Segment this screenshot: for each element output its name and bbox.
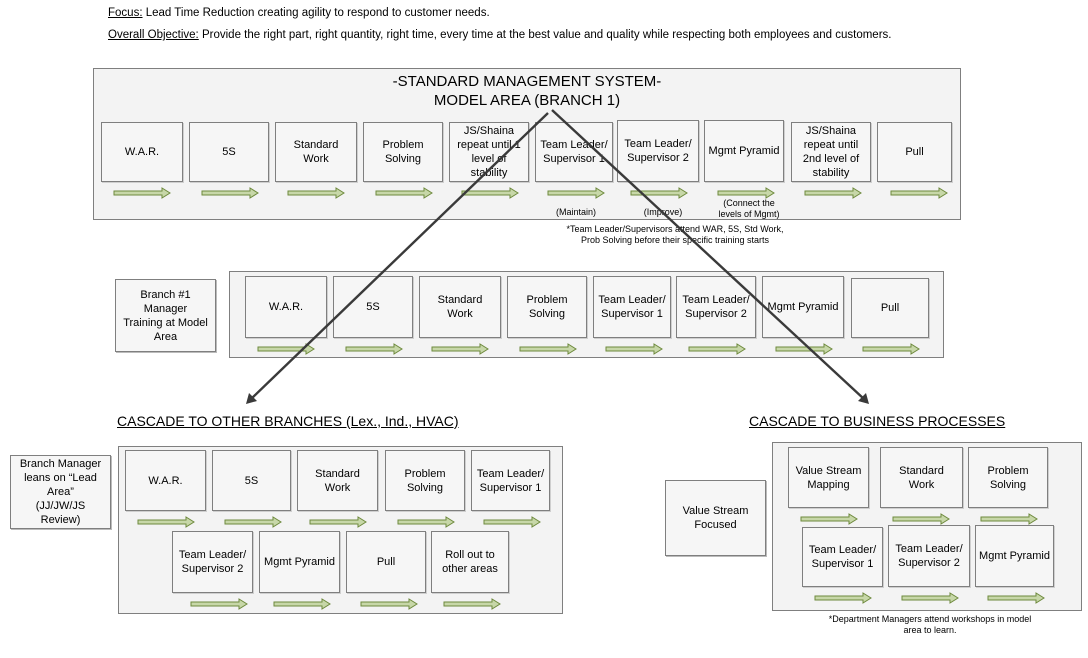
model-step-repeat-1: JS/Shaina repeat until 1 level of stabil… [449, 122, 529, 182]
branch-step-pull: Pull [851, 278, 929, 338]
model-area-title-1: -STANDARD MANAGEMENT SYSTEM- [392, 73, 662, 90]
connector-to-branches-head [246, 393, 257, 404]
cascade-step-problem-solving: Problem Solving [385, 450, 465, 511]
cascade-step-pull: Pull [346, 531, 426, 593]
objective-text: Provide the right part, right quantity, … [201, 29, 892, 41]
model-step-team-leader-2: Team Leader/ Supervisor 2 [617, 120, 699, 182]
cascade-step-standard-work: Standard Work [297, 450, 378, 511]
improve-label: (Improve) [643, 207, 683, 217]
process-step-standard-work: Standard Work [880, 447, 963, 508]
process-step-problem-solving: Problem Solving [968, 447, 1048, 508]
cascade-step-war: W.A.R. [125, 450, 206, 511]
model-step-5s: 5S [189, 122, 269, 182]
focus-label: Focus: [108, 7, 143, 19]
model-step-mgmt-pyramid: Mgmt Pyramid [704, 120, 784, 182]
branch-manager-lead-area-label: Branch Manager leans on “Lead Area” (JJ/… [10, 455, 111, 529]
connector-to-processes-head [858, 393, 869, 404]
branch-manager-training-label: Branch #1 Manager Training at Model Area [115, 279, 216, 352]
cascade-step-team-leader-1: Team Leader/ Supervisor 1 [471, 450, 550, 511]
cascade-step-mgmt-pyramid: Mgmt Pyramid [259, 531, 340, 593]
branch-step-war: W.A.R. [245, 276, 327, 338]
branch-step-team-leader-2: Team Leader/ Supervisor 2 [676, 276, 756, 338]
model-step-pull: Pull [877, 122, 952, 182]
process-step-team-leader-1: Team Leader/ Supervisor 1 [802, 527, 883, 587]
objective-label: Overall Objective: [108, 29, 199, 41]
focus-line: Focus: Lead Time Reduction creating agil… [108, 7, 490, 19]
connect-label: (Connect the levels of Mgmt) [718, 198, 780, 219]
cascade-step-team-leader-2: Team Leader/ Supervisor 2 [172, 531, 253, 593]
cascade-step-roll-out: Roll out to other areas [431, 531, 509, 593]
department-managers-footnote: *Department Managers attend workshops in… [828, 614, 1032, 635]
branch-step-team-leader-1: Team Leader/ Supervisor 1 [593, 276, 671, 338]
maintain-label: (Maintain) [555, 207, 596, 217]
model-step-standard-work: Standard Work [275, 122, 357, 182]
model-step-war: W.A.R. [101, 122, 183, 182]
focus-text: Lead Time Reduction creating agility to … [145, 7, 490, 19]
branch-step-problem-solving: Problem Solving [507, 276, 587, 338]
model-step-problem-solving: Problem Solving [363, 122, 443, 182]
objective-line: Overall Objective: Provide the right par… [108, 29, 891, 41]
cascade-step-5s: 5S [212, 450, 291, 511]
model-area-title-2: MODEL AREA (BRANCH 1) [433, 92, 621, 109]
process-step-value-stream-mapping: Value Stream Mapping [788, 447, 869, 508]
branch-step-standard-work: Standard Work [419, 276, 501, 338]
model-step-team-leader-1: Team Leader/ Supervisor 1 [535, 122, 613, 182]
model-step-repeat-2: JS/Shaina repeat until 2nd level of stab… [791, 122, 871, 182]
branch-step-mgmt-pyramid: Mgmt Pyramid [762, 276, 844, 338]
value-stream-focused-label: Value Stream Focused [665, 480, 766, 556]
model-area-footnote: *Team Leader/Supervisors attend WAR, 5S,… [566, 224, 784, 245]
process-step-mgmt-pyramid: Mgmt Pyramid [975, 525, 1054, 587]
branch-step-5s: 5S [333, 276, 413, 338]
cascade-processes-heading: CASCADE TO BUSINESS PROCESSES [749, 413, 1006, 429]
cascade-branches-heading: CASCADE TO OTHER BRANCHES (Lex., Ind., H… [117, 413, 459, 429]
process-step-team-leader-2: Team Leader/ Supervisor 2 [888, 525, 970, 587]
